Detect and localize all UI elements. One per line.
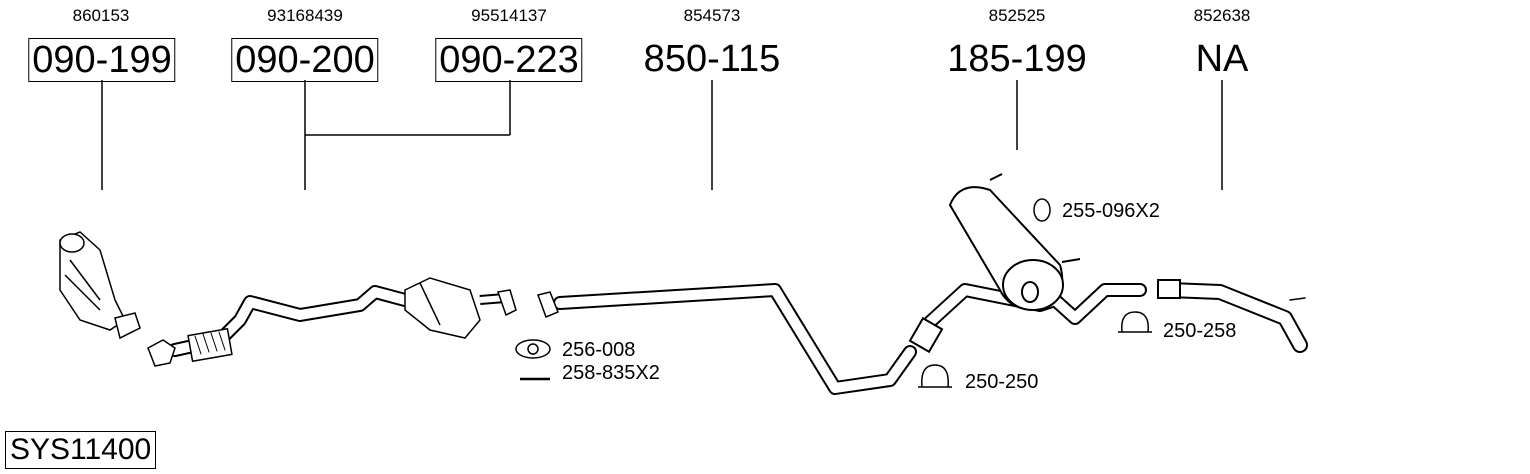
sleeve: [1157, 279, 1181, 299]
part-code-link[interactable]: 090-199: [28, 38, 176, 82]
flange: [147, 339, 176, 367]
oem-ref: 854573: [683, 6, 741, 25]
catalytic-converter-090-223: [404, 277, 517, 339]
rear-muffler-185-199: [948, 173, 1081, 312]
tail-pipe: [1162, 282, 1308, 353]
system-id: SYS11400: [5, 431, 157, 469]
part-code: 185-199: [947, 38, 1087, 80]
clamp-icon: [918, 364, 952, 388]
sleeve: [908, 316, 944, 354]
oem-ref: 95514137: [471, 6, 547, 25]
part-code-link[interactable]: 090-200: [231, 38, 379, 82]
oem-ref: 852525: [988, 6, 1046, 25]
part-code: 850-115: [643, 38, 781, 80]
accessory-label: 250-258: [1163, 320, 1237, 342]
accessory-label: 255-096X2: [1062, 200, 1160, 222]
rubber-hanger-icon: [1033, 198, 1051, 222]
middle-pipe-850-115: [553, 283, 917, 395]
accessory-label: 258-835X2: [562, 362, 660, 384]
clamp-icon: [1118, 311, 1152, 333]
part-code: NA: [1195, 38, 1249, 80]
flange: [537, 291, 559, 318]
part-code-link[interactable]: 090-223: [435, 38, 583, 82]
front-pipe-090-200: [168, 285, 412, 363]
leader-lines: [101, 80, 1223, 190]
accessory-label: 256-008: [562, 339, 636, 361]
manifold-catalyst-090-199: [59, 231, 141, 340]
accessory-label: 250-250: [965, 371, 1039, 393]
oem-ref: 852638: [1193, 6, 1251, 25]
oem-ref: 860153: [72, 6, 130, 25]
oem-ref: 93168439: [267, 6, 343, 25]
